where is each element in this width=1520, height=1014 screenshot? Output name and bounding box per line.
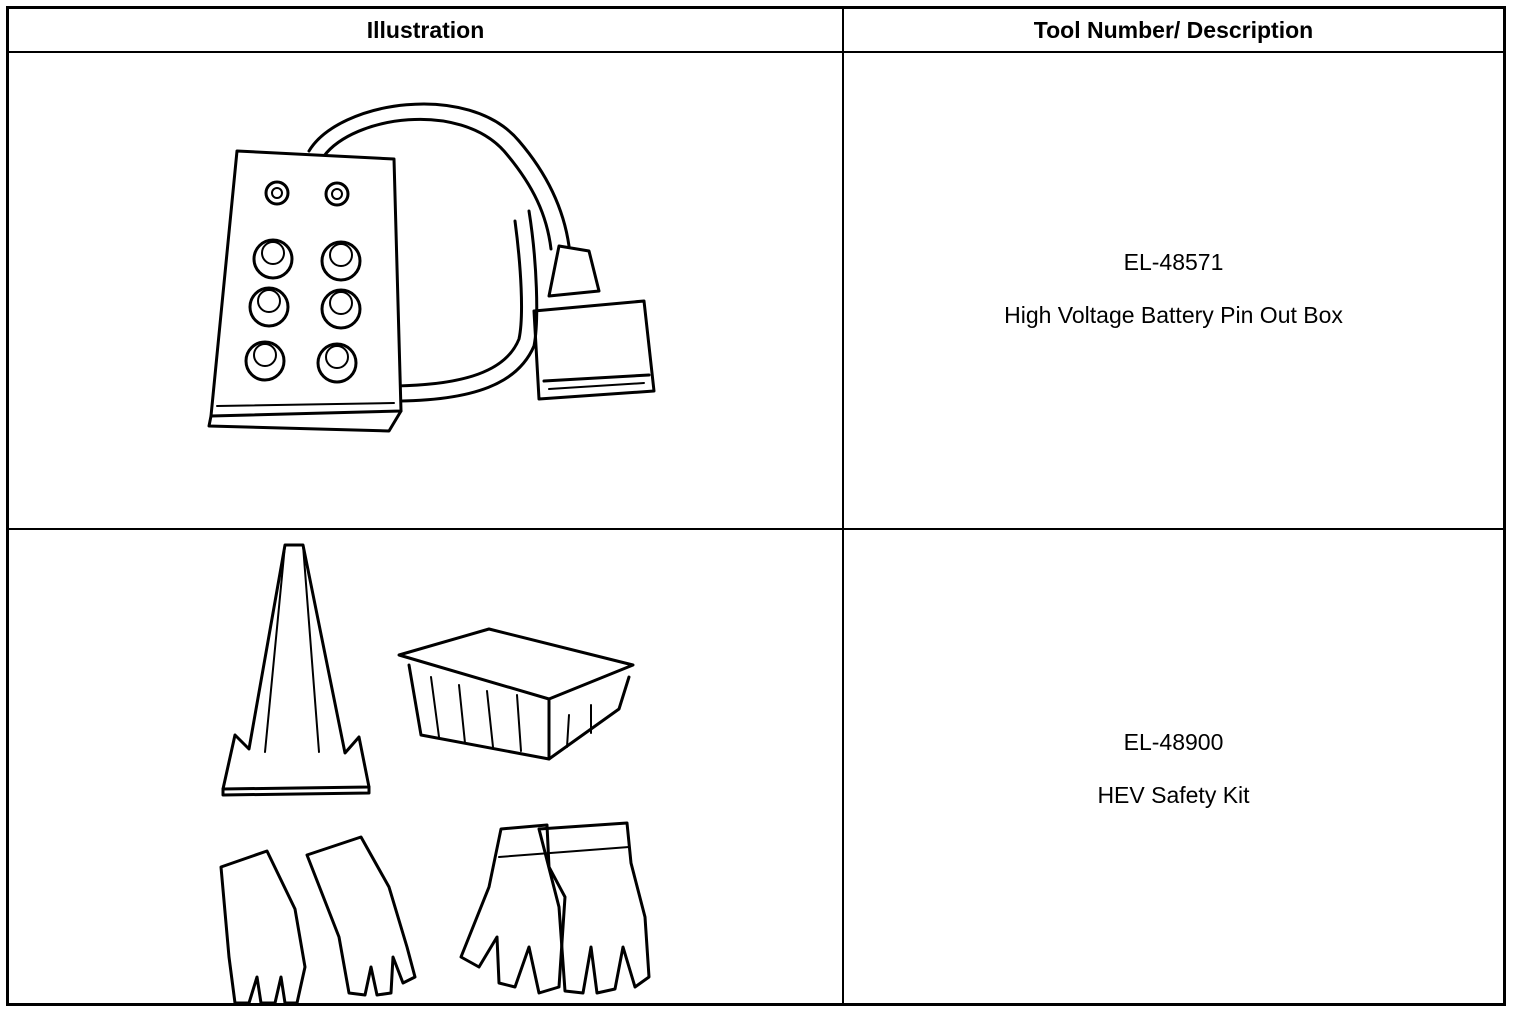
- header-tool-description: Tool Number/ Description: [1033, 16, 1314, 43]
- header-illustration: Illustration: [366, 16, 485, 43]
- table-header-row: Illustration Tool Number/ Description: [9, 9, 1503, 53]
- row-2-description-cell: EL-48900 HEV Safety Kit: [844, 731, 1503, 807]
- tool-number: EL-48571: [1123, 249, 1224, 275]
- row-divider: [9, 528, 1503, 530]
- safety-kit-icon: [219, 543, 651, 1005]
- tool-table: Illustration Tool Number/ Description EL…: [6, 6, 1506, 1006]
- pin-out-box-icon: [207, 102, 656, 433]
- row-1-description-cell: EL-48571 High Voltage Battery Pin Out Bo…: [844, 251, 1503, 327]
- tool-number: EL-48900: [1123, 729, 1224, 755]
- tool-description: High Voltage Battery Pin Out Box: [1004, 302, 1343, 328]
- tool-description: HEV Safety Kit: [1097, 782, 1250, 808]
- column-divider: [842, 9, 844, 1003]
